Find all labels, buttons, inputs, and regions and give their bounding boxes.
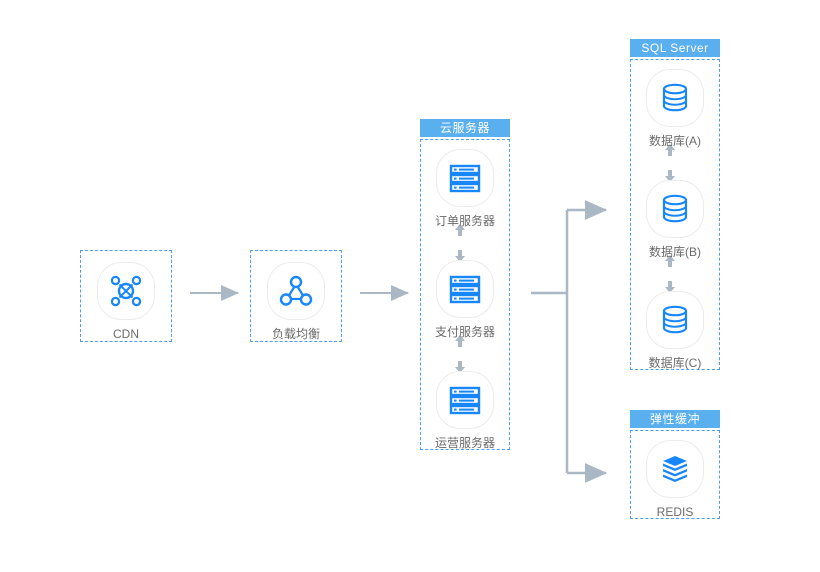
group-load-balancer <box>250 250 342 342</box>
server-icon <box>436 149 494 207</box>
group-elastic-cache <box>630 430 720 519</box>
group-sql-server <box>630 59 720 370</box>
node-label-database-c: 数据库(C) <box>648 356 702 370</box>
node-cdn[interactable]: CDN <box>80 262 172 341</box>
node-operations-server[interactable]: 运营服务器 <box>419 371 511 450</box>
node-redis[interactable]: REDIS <box>629 440 721 519</box>
redis-layers-icon <box>646 440 704 498</box>
load-balancer-icon <box>267 262 325 320</box>
database-icon <box>646 180 704 238</box>
server-icon <box>436 371 494 429</box>
node-label-load-balancer: 负载均衡 <box>271 327 320 341</box>
group-cdn <box>80 250 172 342</box>
node-label-redis: REDIS <box>656 505 694 519</box>
database-icon <box>646 291 704 349</box>
cdn-network-icon <box>97 262 155 320</box>
node-label-database-b: 数据库(B) <box>649 245 701 259</box>
node-label-database-a: 数据库(A) <box>649 134 701 148</box>
node-label-order-server: 订单服务器 <box>434 214 495 228</box>
node-load-balancer[interactable]: 负载均衡 <box>250 262 342 341</box>
node-label-operations-server: 运营服务器 <box>434 436 495 450</box>
node-payment-server[interactable]: 支付服务器 <box>419 260 511 339</box>
group-cloud-servers <box>420 139 510 450</box>
server-icon <box>436 260 494 318</box>
node-label-payment-server: 支付服务器 <box>434 325 495 339</box>
node-order-server[interactable]: 订单服务器 <box>419 149 511 228</box>
group-header-sql-server: SQL Server <box>630 39 720 57</box>
node-database-a[interactable]: 数据库(A) <box>629 69 721 148</box>
node-database-c[interactable]: 数据库(C) <box>629 291 721 370</box>
branch-trunk <box>531 210 569 473</box>
group-header-cloud-servers: 云服务器 <box>420 119 510 137</box>
node-label-cdn: CDN <box>113 327 139 341</box>
group-header-elastic-cache: 弹性缓冲 <box>630 410 720 428</box>
node-database-b[interactable]: 数据库(B) <box>629 180 721 259</box>
database-icon <box>646 69 704 127</box>
